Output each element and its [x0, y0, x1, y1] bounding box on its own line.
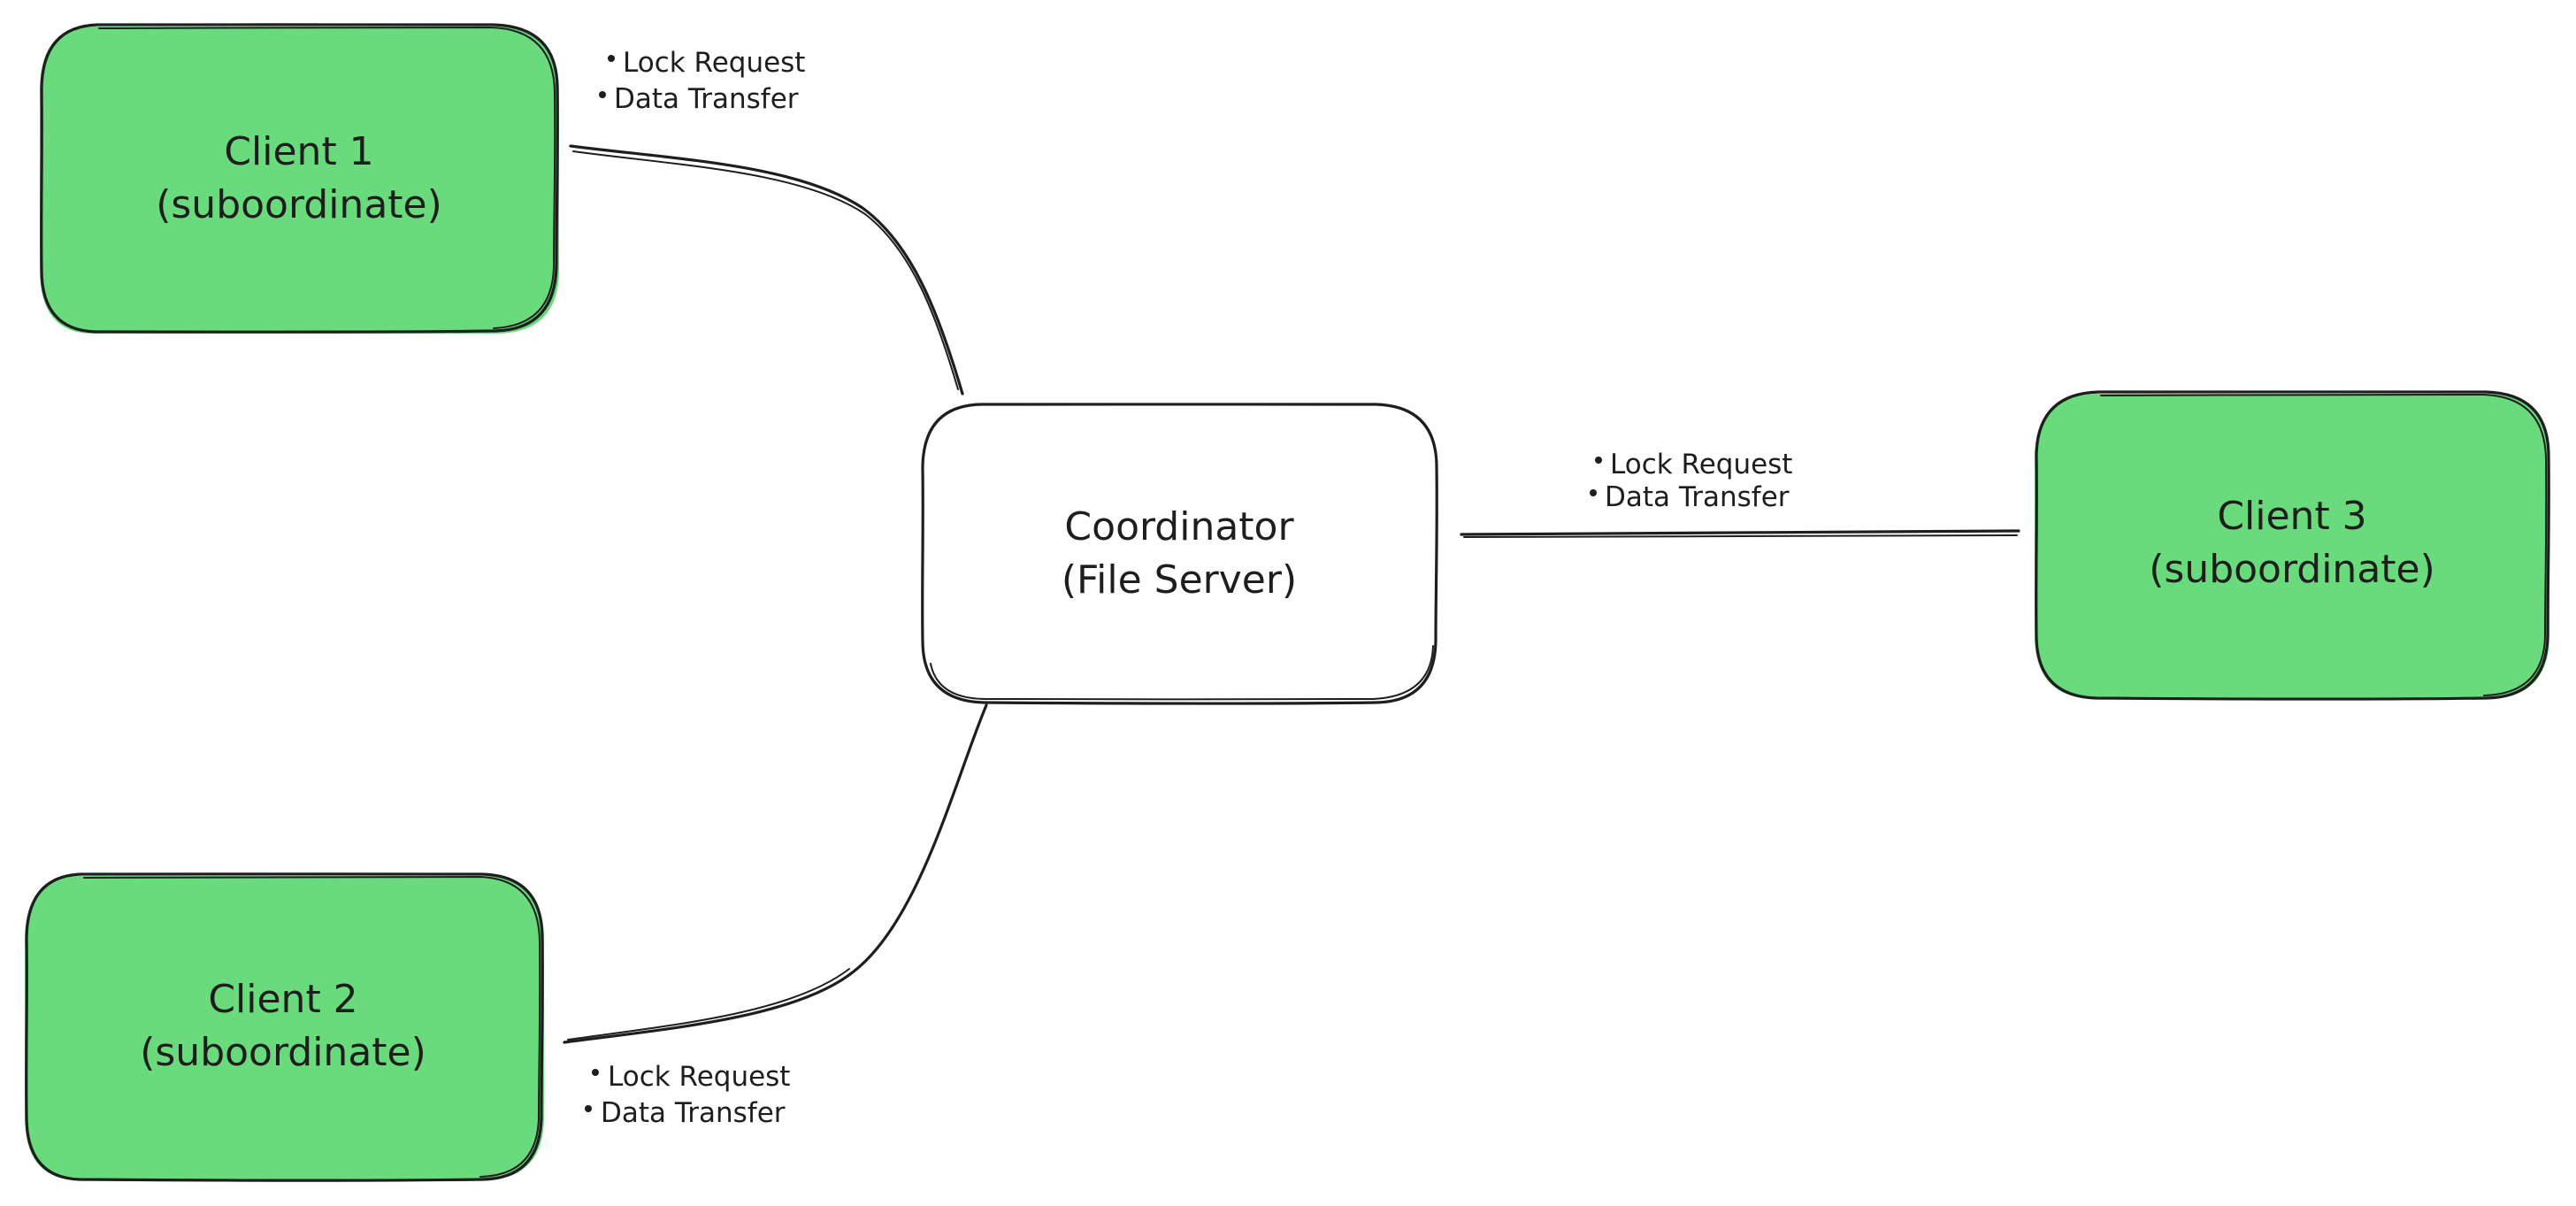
coordinator-box-outline — [921, 403, 1438, 705]
connector-client-3-line — [1460, 529, 2020, 536]
edge-label-client-1: Lock Request Data Transfer — [599, 47, 805, 115]
client-1-box-fill — [40, 27, 559, 334]
client-3-box-fill — [2035, 394, 2549, 699]
client-3-subtitle: (suboordinate) — [2149, 547, 2435, 592]
client-2-box-fill — [25, 876, 544, 1180]
edge-label-client-1-item-1: Lock Request — [623, 47, 805, 79]
bullet-icon — [1590, 489, 1597, 496]
client-2-subtitle: (suboordinate) — [140, 1030, 426, 1075]
bullet-icon — [592, 1069, 599, 1076]
client-1-box-outline — [40, 23, 559, 334]
connector-client-1-line — [569, 144, 964, 396]
coordinator-box-fill — [922, 405, 1438, 703]
bullet-icon — [608, 55, 615, 62]
connector-client-1-line-2 — [572, 150, 959, 390]
client-3-title: Client 3 — [2217, 494, 2366, 539]
client-3-box-outline-2 — [2100, 394, 2548, 696]
client-3-box-outline — [2035, 390, 2550, 701]
connector-client-3[interactable] — [1460, 529, 2020, 538]
client-2-box-outline — [25, 872, 544, 1182]
connector-client-1[interactable] — [569, 144, 964, 396]
coordinator-node[interactable]: Coordinator (File Server) — [921, 403, 1438, 705]
client-1-node[interactable]: Client 1 (suboordinate) — [40, 23, 559, 334]
coordinator-box-outline-2 — [930, 645, 1434, 701]
connector-client-2-line-2 — [567, 968, 850, 1041]
client-2-node[interactable]: Client 2 (suboordinate) — [25, 872, 544, 1182]
client-2-title: Client 2 — [208, 977, 357, 1022]
edge-label-client-2-item-2: Data Transfer — [601, 1097, 786, 1129]
connector-client-3-line-2 — [1463, 534, 2018, 538]
edge-label-client-3-item-1: Lock Request — [1610, 449, 1792, 480]
client-1-title: Client 1 — [224, 129, 373, 174]
edge-label-client-3-item-2: Data Transfer — [1605, 481, 1790, 513]
edge-label-client-3: Lock Request Data Transfer — [1590, 449, 1792, 513]
bullet-icon — [599, 91, 606, 98]
coordinator-subtitle: (File Server) — [1062, 557, 1297, 603]
client-1-subtitle: (suboordinate) — [156, 182, 442, 227]
connector-client-2[interactable] — [563, 703, 988, 1044]
edge-label-client-2-item-1: Lock Request — [608, 1061, 790, 1093]
edge-label-client-2: Lock Request Data Transfer — [585, 1061, 790, 1129]
client-2-box-outline-2 — [83, 876, 541, 1178]
edge-label-client-1-item-2: Data Transfer — [614, 83, 799, 115]
connector-client-2-line — [563, 703, 988, 1044]
client-1-box-outline-2 — [98, 27, 556, 329]
bullet-icon — [1595, 457, 1602, 464]
client-3-node[interactable]: Client 3 (suboordinate) — [2035, 390, 2550, 701]
coordinator-title: Coordinator — [1064, 504, 1294, 549]
bullet-icon — [585, 1105, 592, 1112]
